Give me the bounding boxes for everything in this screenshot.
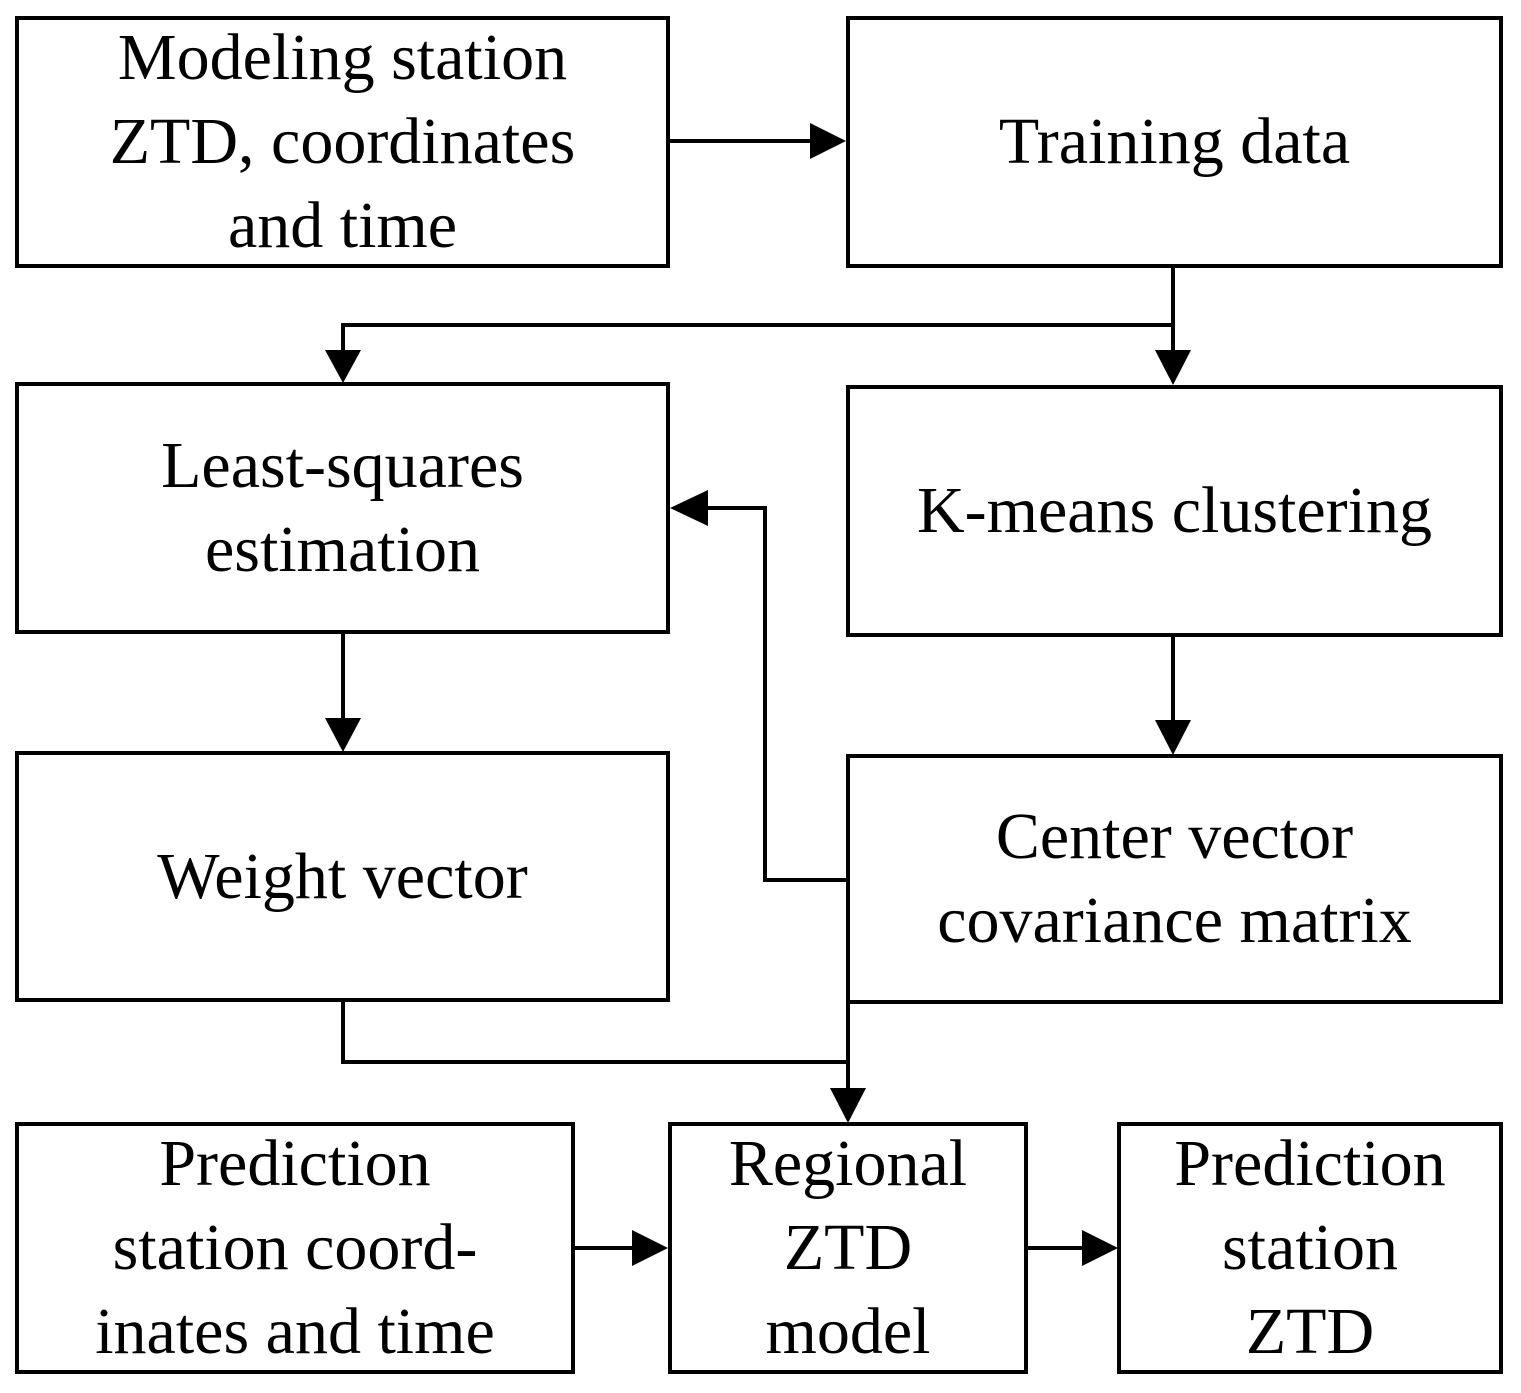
box-text-line: Regional (728, 1127, 968, 1200)
box-text-line: Prediction (159, 1127, 431, 1200)
box-text-line: model (765, 1295, 931, 1368)
box-text-line: Training data (998, 105, 1351, 178)
prediction-input-box: Prediction station coord- inates and tim… (15, 1122, 575, 1374)
box-text-line: ZTD (1245, 1295, 1375, 1368)
arrowhead-right (1082, 1230, 1118, 1266)
weight-vector-box: Weight vector (15, 751, 670, 1002)
box-text-line: Least-squares (161, 429, 524, 502)
connector-weight-to-merge (341, 1000, 848, 1064)
connector-center-to-least-squares (706, 506, 848, 882)
arrowhead-right (810, 123, 846, 159)
box-text-line: station coord- (112, 1211, 478, 1284)
box-text-line: covariance matrix (937, 884, 1412, 957)
box-text-line: station (1222, 1211, 1398, 1284)
regional-model-box: Regional ZTD model (668, 1122, 1028, 1374)
box-text-line: ZTD (783, 1211, 913, 1284)
arrowhead-down (830, 1088, 866, 1123)
box-text-line: estimation (205, 513, 480, 586)
box-text-line: inates and time (95, 1295, 495, 1368)
center-vector-box: Center vector covariance matrix (846, 754, 1503, 1004)
connector-split-to-least-squares (341, 323, 1173, 352)
least-squares-box: Least-squares estimation (15, 382, 670, 634)
prediction-output-box: Prediction station ZTD (1117, 1122, 1503, 1374)
arrowhead-down (1155, 720, 1191, 755)
arrowhead-left (670, 490, 708, 526)
box-text-line: ZTD, coordinates (109, 105, 576, 178)
training-data-box: Training data (846, 16, 1503, 268)
modeling-station-box: Modeling station ZTD, coordinates and ti… (15, 16, 670, 268)
box-text-line: Center vector (995, 800, 1354, 873)
kmeans-clustering-box: K-means clustering (846, 385, 1503, 637)
box-text-line: Modeling station (117, 21, 568, 94)
arrowhead-right (632, 1230, 668, 1266)
arrowhead-down (325, 350, 361, 383)
box-text-line: K-means clustering (916, 474, 1432, 547)
arrowhead-down (1155, 350, 1191, 385)
box-text-line: Weight vector (157, 839, 528, 913)
box-text-line: and time (227, 189, 458, 262)
box-text-line: Prediction (1174, 1127, 1446, 1200)
arrowhead-down (325, 718, 361, 752)
